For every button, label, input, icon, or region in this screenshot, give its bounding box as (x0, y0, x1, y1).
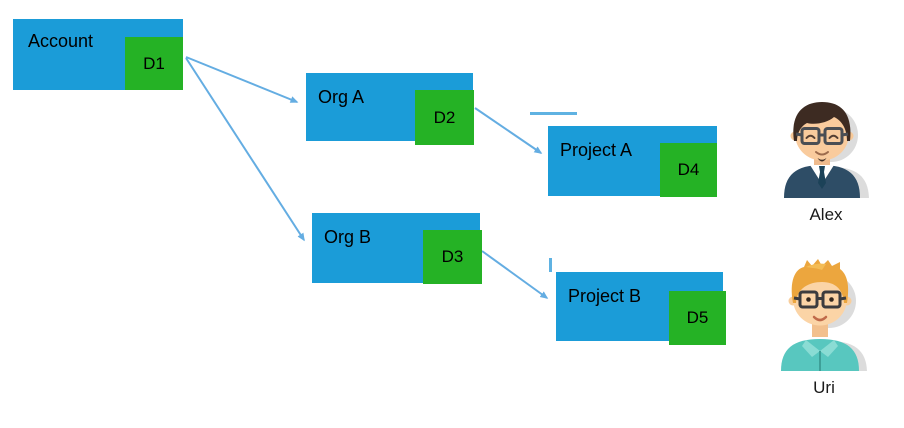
badge-d3-label: D3 (441, 247, 464, 266)
node-project-a-label: Project A (560, 140, 633, 160)
alex-avatar-icon (784, 102, 869, 198)
node-org-a-label: Org A (318, 87, 365, 107)
user-alex-name: Alex (809, 205, 843, 224)
node-account-label: Account (28, 31, 94, 51)
user-alex: Alex (778, 95, 874, 225)
badge-d2: D2 (415, 90, 474, 145)
badge-d2-label: D2 (433, 107, 456, 127)
stray-line-project-a (530, 112, 577, 115)
user-uri: Uri (776, 257, 872, 398)
badge-d5-label: D5 (686, 308, 709, 327)
badge-d1: D1 (125, 37, 183, 90)
stray-line-project-b (549, 258, 552, 272)
node-project-b: Project B D5 (556, 272, 726, 345)
uri-avatar-icon (781, 259, 867, 371)
edge-d3-to-project-b (481, 250, 549, 299)
badge-d1-label: D1 (143, 53, 165, 73)
node-org-b-label: Org B (324, 227, 372, 247)
node-project-a: Project A D4 (548, 126, 717, 197)
edge-d1-to-org-a (185, 56, 299, 103)
node-project-b-label: Project B (568, 286, 642, 306)
badge-d4-label: D4 (677, 160, 700, 179)
node-org-a: Org A D2 (306, 73, 474, 145)
badge-d5: D5 (669, 291, 726, 345)
node-account: Account D1 (13, 19, 183, 90)
edge-d1-to-org-b (185, 57, 305, 242)
badge-d3: D3 (423, 230, 482, 284)
node-org-b: Org B D3 (312, 213, 482, 284)
user-uri-name: Uri (813, 378, 835, 397)
badge-d4: D4 (660, 143, 717, 197)
